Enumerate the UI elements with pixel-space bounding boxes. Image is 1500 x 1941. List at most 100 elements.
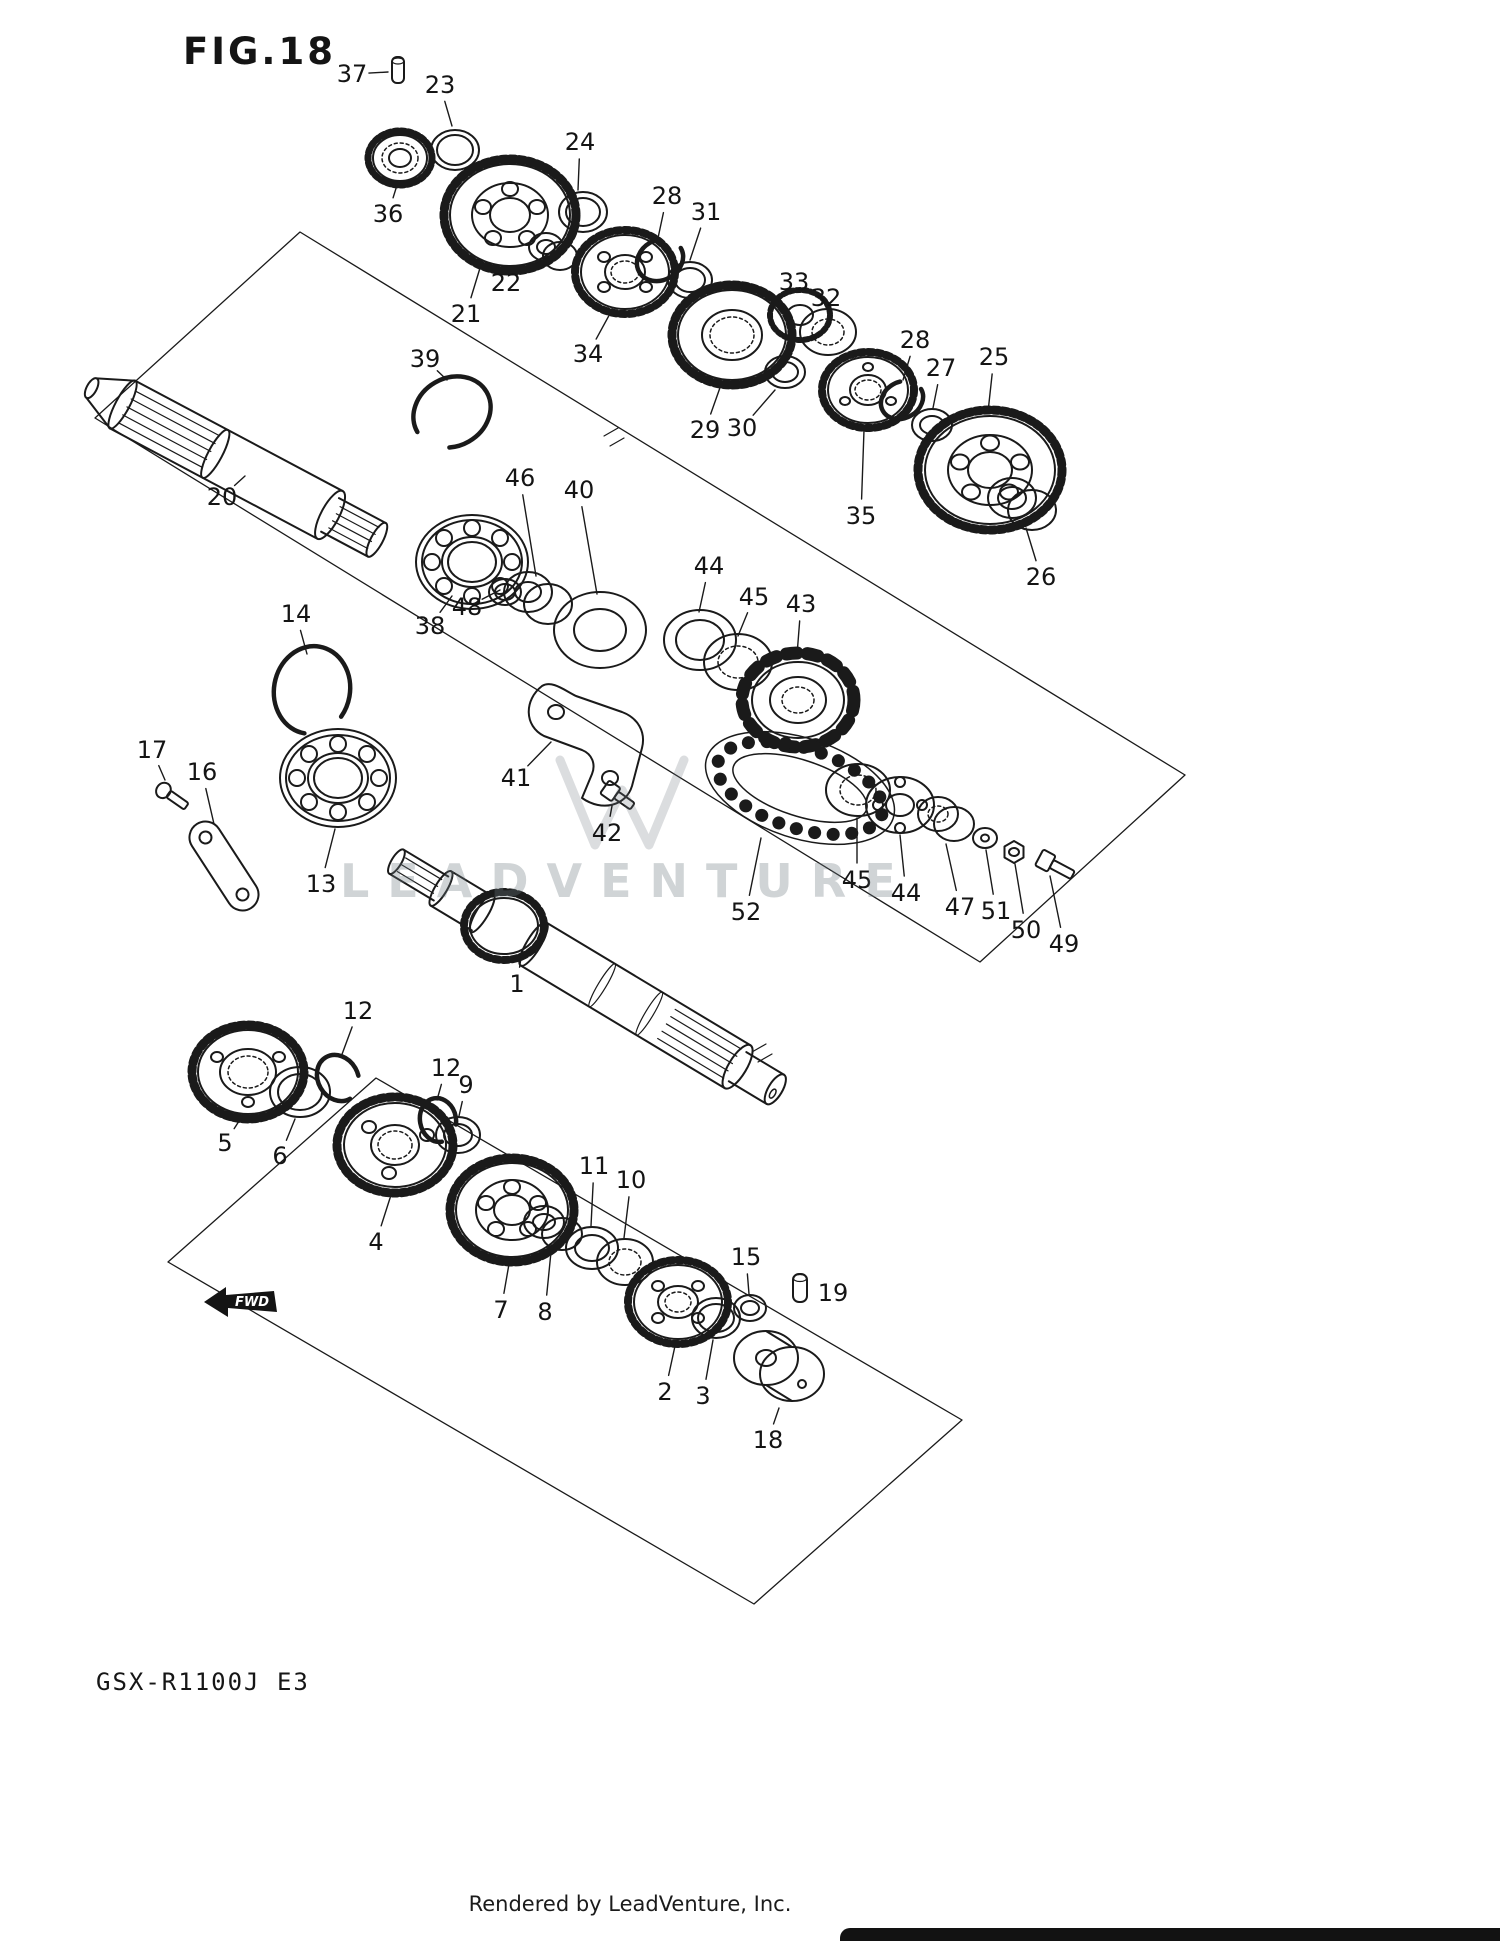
leader-line-35-16 [860, 429, 865, 500]
leader-line-38-22 [439, 595, 453, 613]
leader-line-36-2 [392, 181, 399, 199]
part-30-washer [764, 355, 806, 389]
leader-line-20-19 [233, 475, 246, 487]
part-52-drive-chain [704, 730, 896, 846]
part-1-integral-gear [460, 888, 548, 964]
part-label-49-40: 49 [1049, 930, 1080, 958]
leader-line-46-20 [522, 494, 537, 577]
part-label-8-48: 8 [537, 1298, 552, 1326]
leader-line-28-13 [902, 355, 911, 381]
part-label-40-21: 40 [564, 476, 595, 504]
leader-line-50-39 [1014, 863, 1024, 914]
part-label-39-18: 39 [410, 345, 441, 373]
part-34-gear [571, 226, 679, 318]
leader-line-12-44 [436, 1083, 443, 1101]
part-label-33-11: 33 [779, 268, 810, 296]
leader-line-13-30 [324, 828, 336, 869]
leader-line-52-34 [748, 837, 762, 897]
part-23-ring [430, 129, 480, 171]
part-20-countershaft [83, 377, 389, 558]
part-50-nut [1003, 840, 1025, 864]
leader-line-11-49 [590, 1182, 594, 1227]
footer-credit: Rendered by LeadVenture, Inc. [468, 1892, 792, 1916]
part-label-27-14: 27 [926, 354, 957, 382]
part-40-washer [553, 591, 647, 669]
leader-line-45-25 [737, 612, 749, 637]
leader-line-14-27 [299, 629, 308, 655]
part-label-37-0: 37 [337, 60, 368, 88]
leader-line-16-29 [205, 787, 215, 825]
part-label-44-24: 44 [694, 552, 725, 580]
part-18-hub [733, 1330, 825, 1402]
part-label-31-8: 31 [691, 198, 722, 226]
leader-line-31-8 [689, 227, 702, 261]
part-label-12-43: 12 [343, 997, 374, 1025]
part-25-gear [913, 405, 1067, 535]
leader-line-21-4 [470, 267, 481, 299]
leader-line-47-37 [945, 843, 958, 892]
leader-line-37-0 [368, 71, 389, 74]
part-label-25-15: 25 [979, 343, 1010, 371]
part-label-30-10: 30 [727, 414, 758, 442]
part-46-bushing [503, 571, 573, 625]
part-35-gear [818, 348, 918, 432]
part-label-1-33: 1 [509, 970, 524, 998]
leader-line-3-54 [705, 1339, 714, 1380]
part-44-washer-a [663, 609, 737, 671]
leader-line-24-3 [577, 158, 580, 191]
part-5-gear [187, 1020, 309, 1124]
part-37-pin [391, 56, 405, 84]
fwd-badge-label: FWD [235, 1295, 269, 1310]
part-17-screw [155, 781, 189, 810]
part-label-50-39: 50 [1011, 916, 1042, 944]
part-21-gear [439, 154, 581, 276]
leader-line-22-5 [519, 261, 541, 275]
leader-line-41-31 [527, 741, 552, 767]
leader-line-28-7 [657, 211, 665, 239]
leader-line-49-40 [1049, 875, 1062, 929]
figure-title: FIG.18 [183, 30, 336, 73]
part-label-21-4: 21 [451, 300, 482, 328]
part-label-16-29: 16 [187, 758, 218, 786]
guide-lines [94, 231, 1186, 1605]
part-13-bearing [279, 728, 397, 828]
part-9-washer [435, 1116, 481, 1154]
part-label-13-30: 13 [306, 870, 337, 898]
leader-line-39-18 [436, 370, 448, 381]
part-label-11-49: 11 [579, 1152, 610, 1180]
part-label-14-27: 14 [281, 600, 312, 628]
part-3-ring [691, 1297, 741, 1339]
leader-line-15-51 [746, 1273, 750, 1295]
part-label-41-31: 41 [501, 764, 532, 792]
leader-line-25-15 [987, 373, 993, 413]
part-41-retainer-plate [527, 683, 644, 807]
part-label-29-9: 29 [690, 416, 721, 444]
part-label-35-16: 35 [846, 502, 877, 530]
part-11-washer [565, 1226, 619, 1270]
part-42-bolt [599, 780, 635, 810]
model-code: GSX-R1100J E3 [96, 1668, 310, 1696]
leader-line-44-24 [698, 581, 707, 613]
leader-line-40-21 [581, 506, 598, 595]
leader-line-6-42 [285, 1118, 296, 1141]
leader-line-42-32 [609, 805, 613, 817]
part-label-5-41: 5 [217, 1129, 232, 1157]
leader-line-48-23 [481, 589, 501, 600]
part-51-washer [972, 827, 998, 849]
part-label-19-52: 19 [818, 1279, 849, 1307]
part-label-26-17: 26 [1026, 563, 1057, 591]
part-44-plate-b [865, 776, 935, 834]
part-label-23-1: 23 [425, 71, 456, 99]
leader-line-5-41 [233, 1117, 242, 1130]
part-49-bolt [1034, 849, 1076, 880]
leader-line-4-46 [380, 1194, 392, 1227]
part-1-driveshaft [387, 848, 787, 1106]
part-label-46-20: 46 [505, 464, 536, 492]
leader-line-10-50 [623, 1196, 630, 1239]
bottom-cropped-bar [840, 1928, 1500, 1941]
part-label-43-26: 43 [786, 590, 817, 618]
part-label-28-13: 28 [900, 326, 931, 354]
